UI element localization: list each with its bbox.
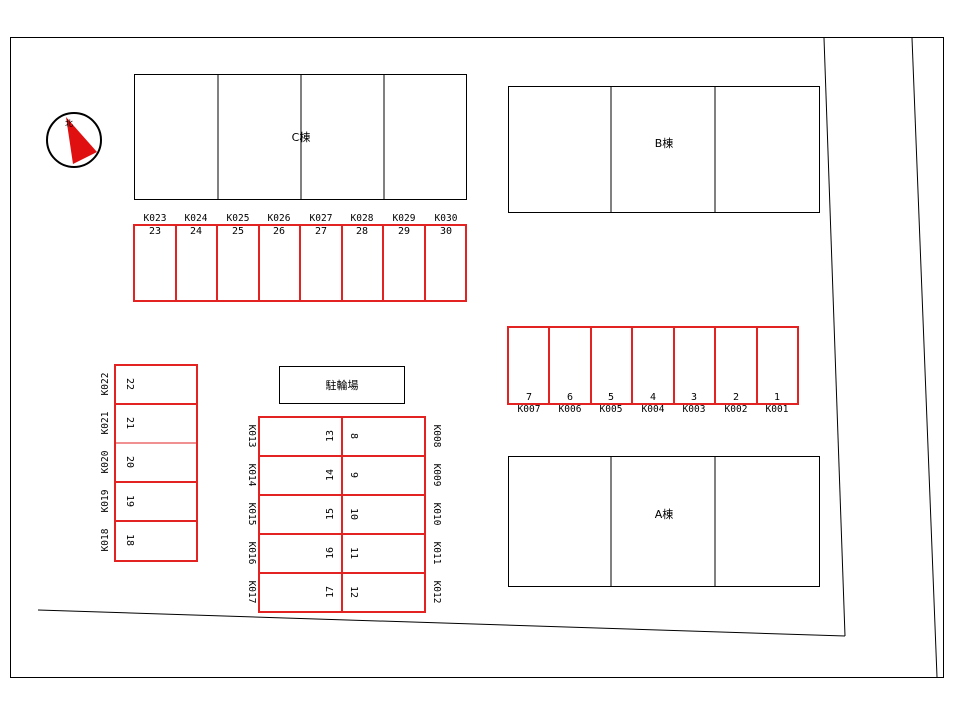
parking-center-left-labels: K013 13 K014 14 K015 15 K016 16 K017 17 xyxy=(246,425,336,604)
north-arrow-icon xyxy=(66,117,97,164)
space-code: K016 xyxy=(246,542,257,565)
space-code: K004 xyxy=(642,404,665,415)
space-code: K002 xyxy=(725,404,748,415)
compass-letter: 北 xyxy=(65,119,73,128)
space-number: 15 xyxy=(325,508,336,520)
bicycle-parking xyxy=(279,366,405,404)
space-code: K025 xyxy=(227,213,250,224)
parking-left-column-labels: K022 22 K021 21 K020 20 K019 19 K018 18 xyxy=(100,373,135,552)
building-c-label: C棟 xyxy=(292,130,311,144)
space-code: K003 xyxy=(683,404,706,415)
space-number: 3 xyxy=(691,392,697,403)
space-code: K009 xyxy=(431,464,442,487)
building-a-label: A棟 xyxy=(655,507,674,521)
space-code: K029 xyxy=(393,213,416,224)
space-code: K005 xyxy=(600,404,623,415)
parking-right-row-labels: 7 K007 6 K006 5 K005 4 K004 3 K003 2 K00… xyxy=(518,392,789,415)
space-number: 17 xyxy=(325,586,336,598)
space-code: K023 xyxy=(144,213,167,224)
space-number: 25 xyxy=(232,226,244,237)
building-c xyxy=(134,74,467,200)
space-code: K006 xyxy=(559,404,582,415)
space-code: K011 xyxy=(431,542,442,565)
space-number: 10 xyxy=(348,508,359,520)
building-a xyxy=(508,456,820,587)
space-code: K008 xyxy=(431,425,442,448)
space-code: K026 xyxy=(268,213,291,224)
space-number: 2 xyxy=(733,392,739,403)
space-number: 16 xyxy=(325,547,336,559)
space-number: 30 xyxy=(440,226,452,237)
space-code: K013 xyxy=(246,425,257,448)
space-number: 7 xyxy=(526,392,532,403)
space-code: K010 xyxy=(431,503,442,526)
space-code: K014 xyxy=(246,464,257,487)
parking-top-row-labels: K023 23 K024 24 K025 25 K026 26 K027 27 … xyxy=(144,213,458,237)
space-code: K012 xyxy=(431,581,442,604)
space-number: 6 xyxy=(567,392,573,403)
space-number: 19 xyxy=(124,495,135,507)
space-code: K030 xyxy=(435,213,458,224)
space-number: 4 xyxy=(650,392,656,403)
parking-center-block xyxy=(258,416,426,613)
space-number: 27 xyxy=(315,226,327,237)
space-number: 13 xyxy=(325,430,336,442)
space-number: 24 xyxy=(190,226,202,237)
space-number: 9 xyxy=(348,472,359,478)
space-number: 11 xyxy=(348,547,359,559)
space-code: K020 xyxy=(100,450,111,473)
space-code: K024 xyxy=(185,213,208,224)
compass: 北 xyxy=(46,112,102,168)
space-code: K007 xyxy=(518,404,541,415)
space-number: 18 xyxy=(124,534,135,546)
space-number: 22 xyxy=(124,378,135,390)
space-number: 20 xyxy=(124,456,135,468)
building-b xyxy=(508,86,820,213)
space-code: K028 xyxy=(351,213,374,224)
space-number: 21 xyxy=(124,417,135,429)
space-number: 29 xyxy=(398,226,410,237)
space-code: K001 xyxy=(766,404,789,415)
space-code: K018 xyxy=(100,528,111,551)
parking-center-right-labels: 8 K008 9 K009 10 K010 11 K011 12 K012 xyxy=(348,425,442,604)
site-boundary xyxy=(37,37,938,678)
parking-left-column xyxy=(114,364,198,562)
parking-top-row xyxy=(133,224,467,302)
space-number: 14 xyxy=(325,469,336,481)
space-number: 28 xyxy=(356,226,368,237)
space-code: K015 xyxy=(246,503,257,526)
space-number: 12 xyxy=(348,586,359,598)
space-code: K022 xyxy=(100,373,111,396)
bicycle-parking-label: 駐輪場 xyxy=(326,378,359,392)
space-code: K017 xyxy=(246,581,257,604)
building-b-label: B棟 xyxy=(655,136,674,150)
map-frame xyxy=(10,37,944,678)
space-code: K021 xyxy=(100,411,111,434)
space-code: K019 xyxy=(100,489,111,512)
space-code: K027 xyxy=(310,213,333,224)
space-number: 26 xyxy=(273,226,285,237)
space-number: 5 xyxy=(608,392,614,403)
space-number: 1 xyxy=(774,392,780,403)
space-number: 23 xyxy=(149,226,161,237)
space-number: 8 xyxy=(348,433,359,439)
parking-right-row xyxy=(507,326,799,405)
